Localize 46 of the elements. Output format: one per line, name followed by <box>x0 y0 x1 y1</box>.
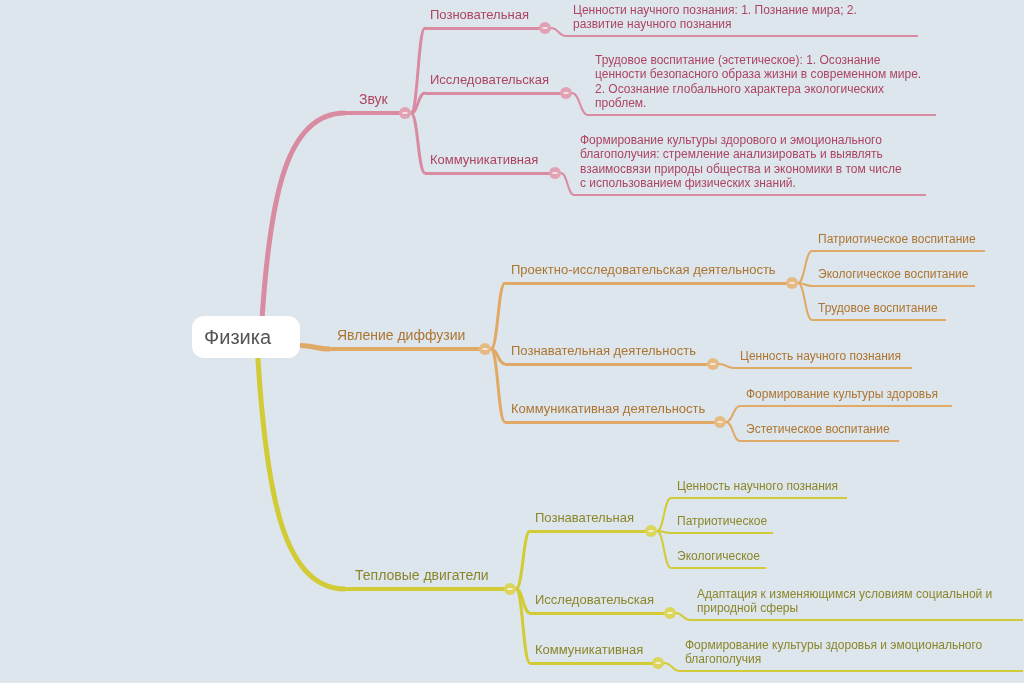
topic-text: Коммуникативная <box>535 642 644 658</box>
subtopic-text: Ценность научного познания <box>734 349 912 369</box>
branch-line <box>725 405 741 423</box>
subtopic-text: Патриотическое <box>671 514 773 534</box>
topic-text: Коммуникативная деятельность <box>511 401 706 417</box>
topic-text: Познавательная деятельность <box>511 343 696 359</box>
central-topic-box: Физика <box>192 316 300 358</box>
branch-line <box>656 530 672 569</box>
subtopic-text: Трудовое воспитание (эстетическое): 1. Осознание ценности безопасного образа жизни в современном мире. 2. Осознание глобального характера экологических проблем. <box>588 52 936 116</box>
branch-line <box>550 27 567 37</box>
branch-line <box>675 612 691 621</box>
branch-line <box>255 357 346 592</box>
branch-line <box>299 342 331 352</box>
subtopic-text: Ценности научного познания: 1. Познание мира; 2. развитие научного познания <box>566 2 918 37</box>
branch-line <box>663 662 681 672</box>
subtopic-text: Эстетическое воспитание <box>740 422 899 442</box>
topic-text: Явление диффузии <box>337 326 466 343</box>
subtopic-text: Адаптация к изменяющимся условиям социальной и природной сферы <box>690 586 1023 621</box>
branch-line <box>656 497 672 532</box>
branch-line <box>490 347 506 366</box>
subtopic-text: Экологическое воспитание <box>812 267 975 287</box>
branch-line <box>515 587 531 615</box>
topic-text: Познавательная <box>535 510 634 526</box>
subtopic-text: Патриотическое воспитание <box>812 232 985 252</box>
branch-line <box>797 250 813 284</box>
topic-text: Коммуникативная <box>430 152 539 168</box>
topic-text: Звук <box>359 90 388 107</box>
branch-line <box>560 172 575 196</box>
branch-line <box>410 91 426 115</box>
subtopic-text: Формирование культуры здорового и эмоционального благополучия: стремление анализировать и выявлять взаимосвязи природы общества и экономики в том числе с использованием физических знаний. <box>574 132 926 196</box>
topic-text: Позновательная <box>430 7 529 23</box>
topic-text: Тепловые двигатели <box>355 566 489 583</box>
subtopic-text: Формирование культуры здоровья <box>740 387 952 407</box>
branch-line <box>571 92 589 116</box>
branch-line <box>489 348 507 423</box>
branch-line <box>725 421 741 442</box>
branch-line <box>718 363 735 369</box>
branch-line <box>797 282 813 321</box>
subtopic-text: Ценность научного познания <box>671 479 847 499</box>
subtopic-text: Формирование культуры здоровья и эмоционального благополучия <box>680 637 1023 672</box>
topic-text: Исследовательская <box>535 592 655 608</box>
topic-text: Исследовательская <box>430 72 550 88</box>
subtopic-text: Трудовое воспитание <box>812 301 946 321</box>
branch-line <box>259 110 346 317</box>
subtopic-text: Экологическое <box>671 549 766 569</box>
topic-text: Проектно-исследовательская деятельность <box>511 262 776 278</box>
